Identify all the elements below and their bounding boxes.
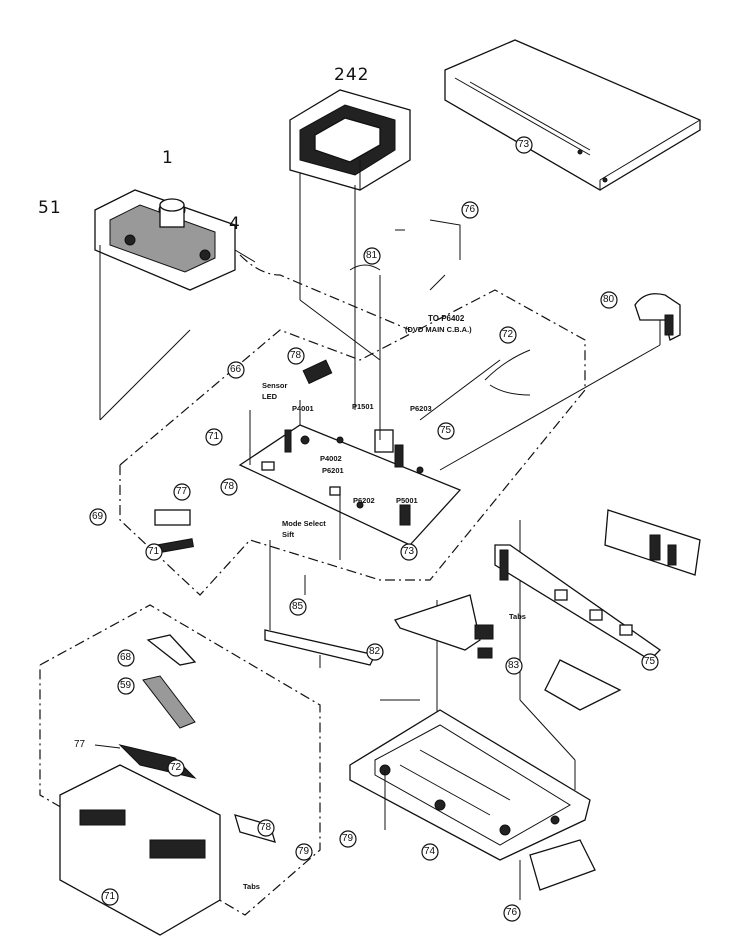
callout-1: 1 (162, 148, 174, 168)
callout-76-foot: 76 (506, 907, 518, 918)
dvd-loader-part (289, 89, 411, 300)
bracket-parts (264, 594, 494, 668)
note-tabs-upper: Tabs (509, 612, 526, 621)
note-p6203: P6203 (410, 404, 432, 413)
callout-242: 242 (334, 65, 370, 85)
note-sensor: Sensor (262, 381, 288, 390)
callout-79-front: 79 (298, 846, 310, 857)
top-cover-part (444, 39, 701, 191)
leader-lines (239, 185, 661, 790)
callout-78-front: 78 (260, 822, 272, 833)
shield-bracket-part (634, 293, 681, 341)
callout-bubbles (89, 136, 659, 922)
callout-59: 59 (120, 680, 132, 691)
callout-83: 83 (508, 660, 520, 671)
callout-71-front: 71 (104, 891, 116, 902)
callout-78-board: 78 (223, 481, 235, 492)
callout-81: 81 (366, 250, 378, 261)
vcr-deck-part (94, 189, 256, 291)
callout-66: 66 (230, 364, 242, 375)
callout-78: 78 (290, 350, 302, 361)
note-sift: Sift (282, 530, 295, 539)
note-p4001: P4001 (292, 404, 314, 413)
callout-82: 82 (369, 646, 381, 657)
callout-79-chassis: 79 (342, 833, 354, 844)
note-to-p6402: TO P6402 (428, 314, 465, 323)
note-led: LED (262, 392, 277, 401)
note-tabs-lower: Tabs (243, 882, 260, 891)
callout-77-front: 77 (74, 739, 86, 750)
callout-75-board: 75 (440, 425, 452, 436)
note-p5001: P5001 (396, 496, 418, 505)
main-board-assembly (99, 245, 586, 596)
callout-68: 68 (120, 652, 132, 663)
chassis-part (349, 709, 596, 900)
note-p4002: P4002 (320, 454, 342, 463)
note-mode-select: Mode Select (282, 519, 326, 528)
callout-71-strip: 71 (148, 546, 160, 557)
note-p6201: P6201 (322, 466, 344, 475)
callout-72-front: 72 (170, 762, 182, 773)
front-jack-panel-part (494, 509, 701, 711)
callout-4: 4 (229, 214, 241, 234)
callout-75-jack-panel: 75 (644, 656, 656, 667)
note-dvd-main-cba: (DVD MAIN C.B.A.) (405, 325, 472, 334)
note-p1501: P1501 (352, 402, 374, 411)
note-p6202: P6202 (353, 496, 375, 505)
callout-69: 69 (92, 511, 104, 522)
callout-73-top-cover: 73 (518, 139, 530, 150)
callout-85: 85 (292, 601, 304, 612)
callout-51: 51 (38, 198, 62, 218)
callout-71-board: 71 (208, 431, 220, 442)
callout-80: 80 (603, 294, 615, 305)
callout-77: 77 (176, 486, 188, 497)
callout-76: 76 (464, 204, 476, 215)
callout-74: 74 (424, 846, 436, 857)
callout-73-jack: 73 (403, 546, 415, 557)
callout-72-cord: 72 (502, 329, 514, 340)
